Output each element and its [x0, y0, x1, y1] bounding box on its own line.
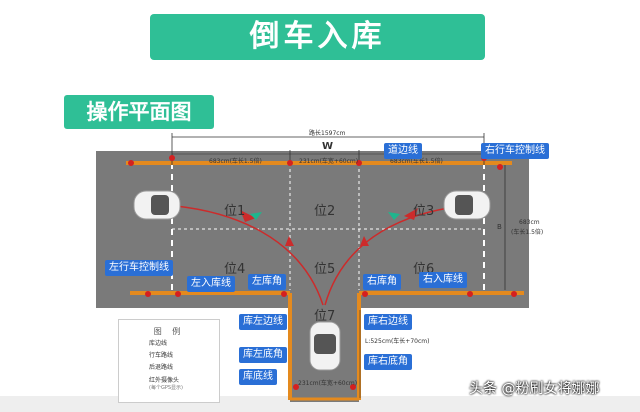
watermark: 头条 @粉刷女将娜娜	[469, 381, 600, 397]
top-dim-left: 683cm(车长1.5倍)	[209, 158, 262, 165]
car-garage	[309, 321, 341, 371]
legend-item-camera: 红外摄像头	[149, 377, 180, 384]
position-5: 位5	[314, 262, 336, 277]
legend-box: 图 例 库边线 行车路线 后退路线 红外摄像头 (每个GPS显示)	[118, 319, 220, 403]
route-arrow-left	[240, 210, 256, 222]
legend-note: (每个GPS显示)	[149, 385, 183, 391]
tag-right-corner: 右库角	[363, 274, 401, 290]
tag-garage-left-bottom: 库左底角	[239, 347, 287, 363]
reverse-arrow-left	[250, 212, 262, 220]
road-length-label: 路长1597cm	[309, 130, 346, 137]
position-3: 位3	[413, 204, 435, 219]
banner-title: 倒车入库	[150, 14, 485, 60]
tag-left-control: 左行车控制线	[105, 260, 173, 276]
garage-bottom-label: 231cm(车宽+60cm)	[298, 380, 358, 387]
right-dim-line1: 683cm	[519, 219, 540, 226]
tag-right-entry: 右入库线	[419, 272, 467, 288]
tag-road-edge: 道边线	[384, 143, 422, 159]
tag-left-entry: 左入库线	[187, 276, 235, 292]
tag-garage-left-edge: 库左边线	[239, 314, 287, 330]
drive-route-right	[324, 205, 464, 306]
drive-route-left	[175, 205, 324, 306]
route-arrow-mid-left	[285, 236, 294, 246]
legend-title: 图 例	[153, 327, 185, 336]
car-right	[443, 190, 491, 220]
camera-dots	[128, 155, 517, 390]
road-width-symbol: W	[322, 141, 334, 152]
position-2: 位2	[314, 204, 336, 219]
tag-garage-bottom: 库底线	[239, 369, 277, 385]
right-dim-line2: (车长1.5倍)	[511, 229, 544, 236]
garage-length-label: L:525cm(车长+70cm)	[365, 338, 430, 345]
legend-item-edge: 库边线	[149, 340, 168, 347]
legend-item-route: 行车路线	[149, 352, 174, 359]
tag-garage-right-bottom: 库右底角	[364, 354, 412, 370]
top-dim-middle: 231cm(车宽+60cm)	[299, 158, 359, 165]
position-4: 位4	[224, 262, 246, 277]
legend-item-reverse: 后退路线	[149, 364, 174, 371]
tag-right-control: 右行车控制线	[481, 143, 549, 159]
tag-left-corner: 左库角	[248, 274, 286, 290]
section-title: 操作平面图	[64, 95, 214, 129]
route-arrow-right	[404, 208, 418, 220]
tag-garage-right-edge: 库右边线	[364, 314, 412, 330]
top-dim-right: 683cm(车长1.5倍)	[390, 158, 443, 165]
position-7: 位7	[314, 309, 336, 324]
width-symbol: B	[497, 223, 502, 231]
reverse-arrow-right	[388, 212, 400, 220]
route-arrow-mid-right	[360, 236, 369, 246]
car-left	[133, 190, 181, 220]
position-1: 位1	[224, 204, 246, 219]
